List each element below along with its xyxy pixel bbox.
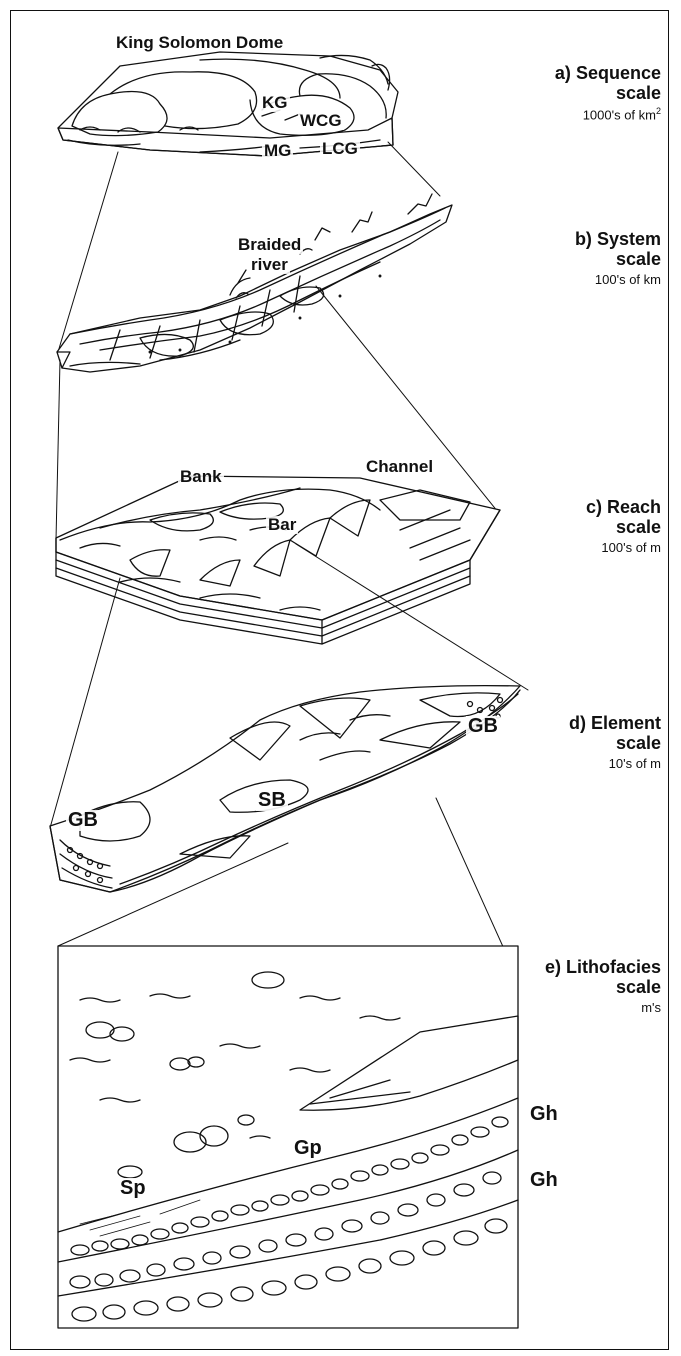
- diagram-title: King Solomon Dome: [116, 34, 283, 52]
- scale-letter: d): [569, 713, 586, 733]
- reach-block: [56, 476, 500, 644]
- scale-name: Lithofacies: [566, 957, 661, 977]
- label-sp: Sp: [118, 1178, 148, 1199]
- scale-letter: c): [586, 497, 602, 517]
- scale-extent: 100's of m: [586, 540, 661, 555]
- scale-name: Element: [591, 713, 661, 733]
- label-gh-upper: Gh: [528, 1104, 560, 1125]
- lithofacies-panel: [58, 946, 518, 1328]
- label-bank: Bank: [178, 468, 224, 486]
- label-wcg: WCG: [298, 112, 344, 130]
- system-block: [57, 194, 452, 372]
- label-gb-left: GB: [66, 810, 100, 831]
- scale-letter: b): [575, 229, 592, 249]
- scale-letter: a): [555, 63, 571, 83]
- label-gp: Gp: [292, 1138, 324, 1159]
- scale-label-reach: c) Reach scale 100's of m: [586, 498, 661, 555]
- scale-extent-superscript: 2: [656, 106, 661, 116]
- label-channel: Channel: [364, 458, 435, 476]
- scale-extent: 100's of km: [575, 272, 661, 287]
- scale-label-sequence: a) Sequence scale 1000's of km2: [555, 64, 661, 122]
- scale-label-element: d) Element scale 10's of m: [569, 714, 661, 771]
- scale-word: scale: [575, 250, 661, 270]
- scale-extent: 1000's of km: [583, 107, 656, 122]
- scale-name: System: [597, 229, 661, 249]
- scale-extent: 10's of m: [569, 756, 661, 771]
- scale-label-lithofacies: e) Lithofacies scale m's: [545, 958, 661, 1015]
- scale-word: scale: [569, 734, 661, 754]
- scale-word: scale: [586, 518, 661, 538]
- label-bar: Bar: [266, 516, 298, 534]
- scale-name: Sequence: [576, 63, 661, 83]
- label-braided: Braided: [236, 236, 303, 254]
- label-kg: KG: [260, 94, 290, 112]
- scale-letter: e): [545, 957, 561, 977]
- label-lcg: LCG: [320, 140, 360, 158]
- scale-label-system: b) System scale 100's of km: [575, 230, 661, 287]
- scale-word: scale: [555, 84, 661, 104]
- scale-name: Reach: [607, 497, 661, 517]
- label-river: river: [249, 256, 290, 274]
- scale-word: scale: [545, 978, 661, 998]
- label-sb: SB: [256, 790, 288, 811]
- label-gh-lower: Gh: [528, 1170, 560, 1191]
- label-gb-right: GB: [466, 716, 500, 737]
- scale-extent: m's: [545, 1000, 661, 1015]
- label-mg: MG: [262, 142, 293, 160]
